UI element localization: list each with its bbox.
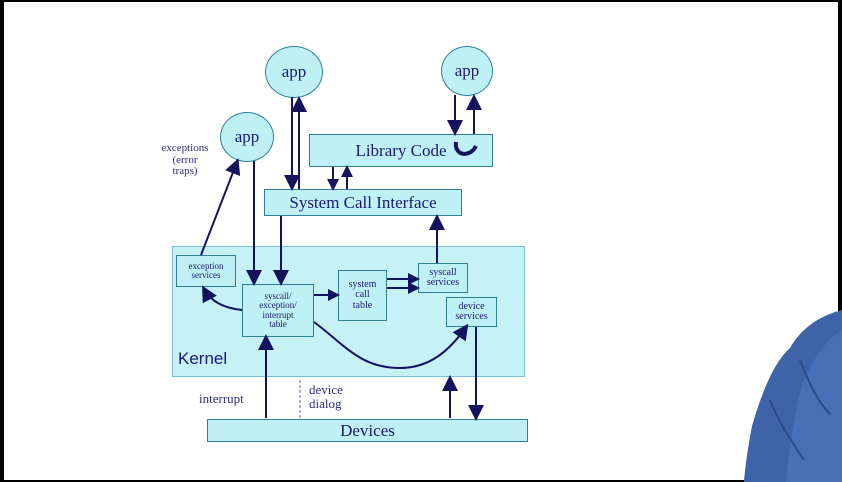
- app-circle-top-right: app: [441, 46, 493, 96]
- arrow-table-to-device-services: [313, 321, 469, 370]
- system-call-interface-label: System Call Interface: [289, 192, 437, 212]
- device-dialog-label: device dialog: [309, 382, 343, 411]
- syscall-services-label: syscall services: [426, 266, 460, 288]
- syscall-exception-interrupt-table-box: syscall/ exception/ interrupt table: [242, 284, 314, 337]
- exception-services-label: exception services: [188, 260, 224, 280]
- exceptions-note: exceptions (error traps): [161, 142, 209, 178]
- device-services-label: device services: [455, 300, 488, 322]
- library-code-label: Library Code: [355, 140, 447, 160]
- arrow-exception-to-app: [200, 158, 241, 256]
- arrow-table-to-exception: [202, 285, 243, 311]
- system-call-table-label: system call table: [348, 278, 377, 311]
- kernel-label: Kernel: [178, 349, 228, 368]
- library-code-loop-icon: [453, 141, 478, 156]
- interrupt-label: interrupt: [199, 391, 244, 406]
- devices-label: Devices: [340, 420, 395, 440]
- system-call-table-box: system call table: [338, 270, 387, 321]
- app-circle-left: app: [220, 112, 274, 162]
- device-services-box: device services: [446, 297, 497, 327]
- syscall-exception-interrupt-table-label: syscall/ exception/ interrupt table: [259, 290, 297, 329]
- devices-box: Devices: [207, 419, 528, 442]
- slide: [4, 2, 838, 480]
- exception-services-box: exception services: [176, 255, 236, 287]
- library-code-box: Library Code: [309, 134, 493, 167]
- system-call-interface-box: System Call Interface: [264, 189, 462, 216]
